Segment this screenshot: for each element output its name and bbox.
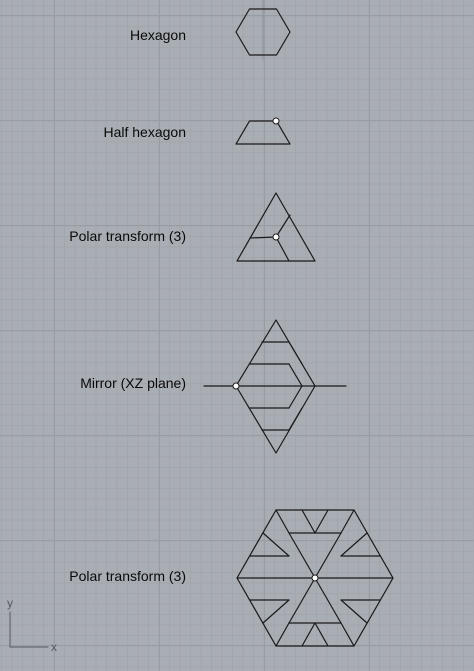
polar-center-point-final[interactable] bbox=[311, 574, 319, 582]
y-axis-label: y bbox=[7, 596, 13, 610]
axes-indicator bbox=[9, 611, 49, 648]
label-polar-transform-1: Polar transform (3) bbox=[69, 228, 186, 244]
polar-transform-triangle[interactable] bbox=[236, 192, 316, 262]
half-hexagon-shape[interactable] bbox=[235, 120, 291, 145]
label-hexagon: Hexagon bbox=[129, 27, 186, 43]
mirror-pivot-point[interactable] bbox=[232, 382, 240, 390]
hexagon-shape[interactable] bbox=[235, 8, 291, 56]
polar-center-point[interactable] bbox=[272, 233, 280, 241]
polar-transform-hexagon[interactable] bbox=[236, 509, 394, 647]
label-polar-transform-2: Polar transform (3) bbox=[69, 568, 186, 584]
label-mirror-xz-plane: Mirror (XZ plane) bbox=[80, 375, 186, 391]
half-hexagon-vertex-point[interactable] bbox=[272, 117, 280, 125]
x-axis-label: x bbox=[51, 640, 57, 654]
mirror-rhombus[interactable] bbox=[203, 319, 347, 454]
label-half-hexagon: Half hexagon bbox=[103, 124, 186, 140]
